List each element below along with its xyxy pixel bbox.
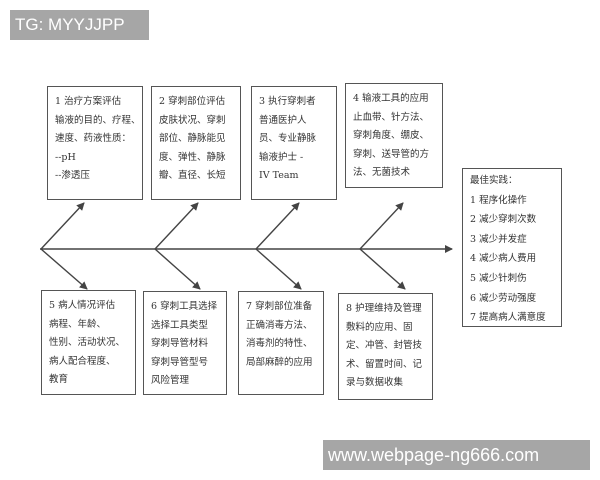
cause-box-1: 1 治疗方案评估 输液的目的、疗程、 速度、药液性质： --pH --渗透压	[47, 86, 143, 200]
cause-text: 6 穿刺工具选择	[151, 301, 218, 312]
cause-text: 输液的目的、疗程、	[55, 114, 141, 126]
cause-text: 敷料的应用、固	[346, 321, 413, 333]
branch-arrow-7	[255, 248, 302, 290]
cause-text: 7 穿刺部位准备	[246, 301, 313, 312]
watermark-bottom-right: www.webpage-ng666.com	[323, 440, 590, 470]
cause-text: 部位、静脉能见	[159, 133, 226, 144]
cause-text: 输液护士 -	[259, 151, 304, 163]
cause-text: 2 穿刺部位评估	[159, 96, 226, 107]
cause-text: 3 执行穿刺者	[259, 96, 316, 107]
cause-text: 性别、活动状况、	[49, 337, 126, 348]
outcome-item: 7 提高病人满意度	[470, 312, 546, 324]
cause-text: 病人配合程度、	[49, 355, 116, 367]
branch-arrow-2	[154, 202, 199, 250]
cause-text: 4 输液工具的应用	[353, 93, 429, 104]
branch-arrow-3	[255, 202, 300, 250]
cause-text: 穿刺、送导管的方	[353, 148, 430, 160]
outcome-item: 6 减少劳动强度	[470, 292, 537, 304]
branch-arrow-1	[40, 202, 85, 250]
cause-text: 瓣、直径、长短	[159, 170, 226, 181]
cause-text: 局部麻醉的应用	[246, 356, 313, 368]
cause-text: --渗透压	[55, 170, 90, 181]
cause-box-6: 6 穿刺工具选择 选择工具类型 穿刺导管材料 穿刺导管型号 风险管理	[143, 291, 227, 395]
cause-text: 穿刺导管材料	[151, 338, 209, 349]
cause-text: 5 病人情况评估	[49, 300, 116, 311]
cause-text: 法、无菌技术	[353, 167, 411, 178]
cause-text: 病程、年龄、	[49, 318, 107, 330]
cause-text: 8 护理维持及管理	[346, 303, 422, 314]
outcome-title: 最佳实践：	[470, 175, 518, 186]
cause-text: 教育	[49, 374, 69, 385]
branch-arrow-4	[359, 202, 404, 250]
cause-text: 度、弹性、静脉	[159, 151, 226, 163]
cause-box-2: 2 穿刺部位评估 皮肤状况、穿刺 部位、静脉能见 度、弹性、静脉 瓣、直径、长短	[151, 86, 241, 200]
cause-text: 普通医护人	[259, 114, 307, 126]
outcome-box: 最佳实践： 1 程序化操作 2 减少穿刺次数 3 减少并发症 4 减少病人费用 …	[462, 168, 562, 327]
cause-box-8: 8 护理维持及管理 敷料的应用、固 定、冲管、封管技 术、留置时间、记 录与数据…	[338, 293, 433, 400]
cause-text: 选择工具类型	[151, 319, 209, 331]
cause-text: 1 治疗方案评估	[55, 96, 122, 107]
cause-text: 正确消毒方法、	[246, 319, 313, 331]
outcome-item: 3 减少并发症	[470, 233, 527, 245]
cause-text: 穿刺导管型号	[151, 356, 209, 368]
cause-text: 皮肤状况、穿刺	[159, 114, 226, 126]
outcome-item: 4 减少病人费用	[470, 253, 537, 265]
branch-arrow-5	[40, 248, 88, 290]
cause-text: 术、留置时间、记	[346, 358, 423, 370]
cause-text: 员、专业静脉	[259, 133, 317, 144]
cause-text: --pH	[55, 151, 76, 163]
cause-text: 消毒剂的特性、	[246, 338, 313, 349]
outcome-item: 1 程序化操作	[470, 194, 527, 206]
cause-box-7: 7 穿刺部位准备 正确消毒方法、 消毒剂的特性、 局部麻醉的应用	[238, 291, 324, 395]
outcome-item: 5 减少针刺伤	[470, 272, 527, 284]
outcome-item: 2 减少穿刺次数	[470, 214, 537, 226]
cause-text: 速度、药液性质：	[55, 133, 132, 144]
watermark-top-left: TG: MYYJJPP	[10, 10, 149, 40]
branch-arrow-8	[359, 248, 406, 290]
cause-text: 穿刺角度、绷皮、	[353, 130, 430, 141]
cause-text: 录与数据收集	[346, 377, 404, 388]
cause-text: IV Team	[259, 170, 299, 181]
cause-box-3: 3 执行穿刺者 普通医护人 员、专业静脉 输液护士 - IV Team	[251, 86, 337, 200]
cause-box-5: 5 病人情况评估 病程、年龄、 性别、活动状况、 病人配合程度、 教育	[41, 290, 136, 395]
branch-arrow-6	[154, 248, 201, 290]
cause-box-4: 4 输液工具的应用 止血带、针方法、 穿刺角度、绷皮、 穿刺、送导管的方 法、无…	[345, 83, 443, 188]
cause-text: 定、冲管、封管技	[346, 340, 423, 351]
cause-text: 风险管理	[151, 375, 190, 386]
cause-text: 止血带、针方法、	[353, 111, 430, 123]
